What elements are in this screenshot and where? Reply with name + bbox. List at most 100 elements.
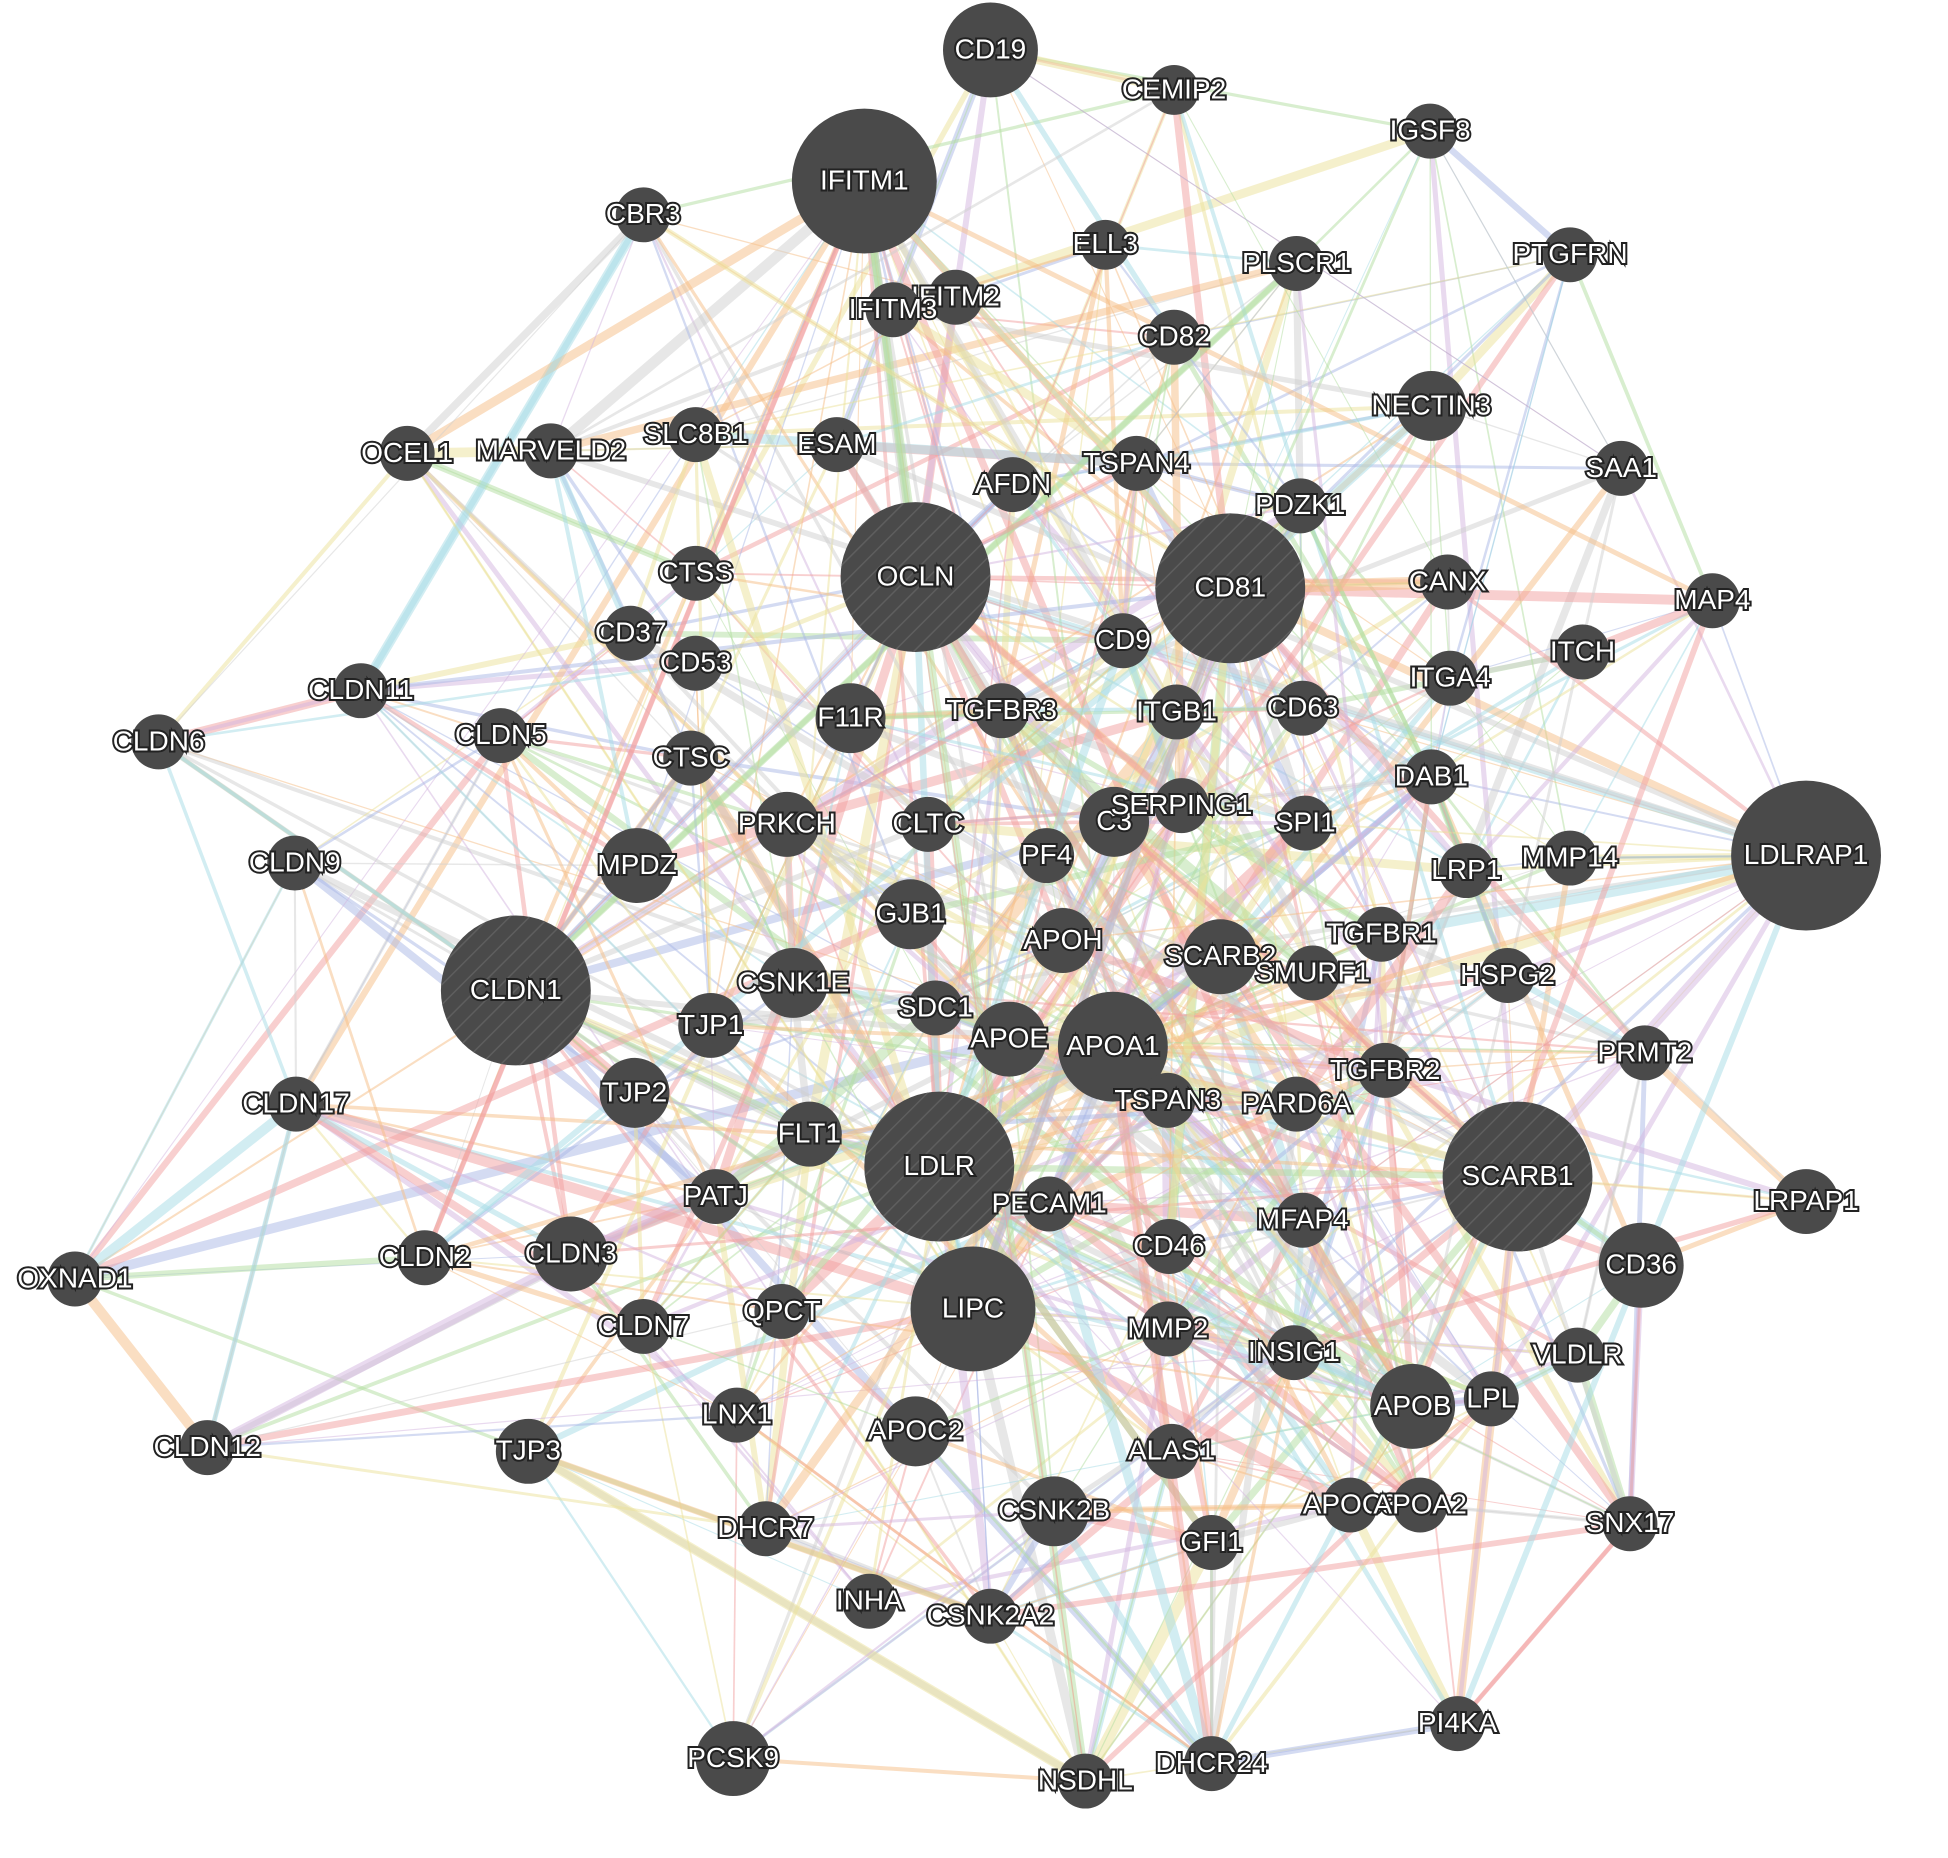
node-circle[interactable] bbox=[131, 714, 187, 770]
node-ocel1[interactable]: OCEL1 bbox=[359, 425, 455, 481]
node-circle[interactable] bbox=[1602, 1496, 1658, 1552]
node-cd63[interactable]: CD63 bbox=[1265, 680, 1341, 736]
node-circle[interactable] bbox=[663, 730, 719, 786]
node-circle[interactable] bbox=[910, 1246, 1036, 1372]
node-circle[interactable] bbox=[1285, 945, 1341, 1001]
node-circle[interactable] bbox=[668, 635, 724, 691]
node-circle[interactable] bbox=[738, 1501, 794, 1557]
node-circle[interactable] bbox=[1773, 1169, 1839, 1235]
node-tspan4[interactable]: TSPAN4 bbox=[1081, 435, 1192, 491]
node-circle[interactable] bbox=[908, 980, 963, 1036]
node-ctsc[interactable]: CTSC bbox=[651, 730, 731, 786]
node-circle[interactable] bbox=[1480, 947, 1536, 1003]
node-circle[interactable] bbox=[1079, 786, 1150, 857]
node-circle[interactable] bbox=[1396, 370, 1467, 441]
node-lrp1[interactable]: LRP1 bbox=[1429, 843, 1503, 899]
node-itgb1[interactable]: ITGB1 bbox=[1134, 684, 1219, 740]
node-cldn1[interactable]: CLDN1 bbox=[440, 915, 591, 1066]
node-lnx1[interactable]: LNX1 bbox=[700, 1387, 774, 1443]
node-circle[interactable] bbox=[1617, 1025, 1673, 1081]
node-itch[interactable]: ITCH bbox=[1548, 624, 1617, 680]
node-cbr3[interactable]: CBR3 bbox=[604, 187, 683, 243]
node-prkch[interactable]: PRKCH bbox=[736, 791, 838, 857]
node-circle[interactable] bbox=[1184, 1515, 1240, 1570]
node-circle[interactable] bbox=[1184, 1736, 1240, 1792]
node-circle[interactable] bbox=[1463, 1371, 1519, 1427]
node-circle[interactable] bbox=[47, 1251, 103, 1307]
node-circle[interactable] bbox=[1030, 908, 1096, 973]
node-cldn17[interactable]: CLDN17 bbox=[240, 1076, 352, 1132]
node-pecam1[interactable]: PECAM1 bbox=[990, 1176, 1109, 1232]
node-cldn5[interactable]: CLDN5 bbox=[453, 708, 549, 764]
node-pard6a[interactable]: PARD6A bbox=[1239, 1076, 1354, 1132]
node-mmp14[interactable]: MMP14 bbox=[1520, 830, 1620, 886]
node-esam[interactable]: ESAM bbox=[795, 417, 879, 473]
node-circle[interactable] bbox=[928, 269, 983, 325]
node-cd37[interactable]: CD37 bbox=[593, 605, 669, 661]
node-circle[interactable] bbox=[1140, 1301, 1196, 1357]
node-circle[interactable] bbox=[668, 545, 724, 601]
node-circle[interactable] bbox=[942, 2, 1038, 98]
node-circle[interactable] bbox=[1146, 309, 1202, 365]
node-marveld2[interactable]: MARVELD2 bbox=[474, 423, 628, 479]
node-apoh[interactable]: APOH bbox=[1021, 908, 1105, 973]
node-pf4[interactable]: PF4 bbox=[1019, 828, 1075, 884]
node-tjp3[interactable]: TJP3 bbox=[494, 1418, 563, 1484]
node-circle[interactable] bbox=[1684, 573, 1740, 629]
node-circle[interactable] bbox=[1057, 991, 1168, 1102]
node-circle[interactable] bbox=[815, 683, 886, 754]
node-cd9[interactable]: CD9 bbox=[1093, 613, 1153, 669]
node-apoc2[interactable]: APOC2 bbox=[866, 1396, 965, 1467]
node-csnk2a2[interactable]: CSNK2A2 bbox=[925, 1588, 1056, 1644]
node-tgfbr2[interactable]: TGFBR2 bbox=[1328, 1042, 1442, 1098]
node-oxnad1[interactable]: OXNAD1 bbox=[15, 1251, 135, 1307]
node-circle[interactable] bbox=[1731, 780, 1881, 931]
node-circle[interactable] bbox=[1268, 1076, 1324, 1132]
node-circle[interactable] bbox=[1357, 1042, 1413, 1098]
node-ifitm2[interactable]: IFITM2 bbox=[909, 269, 1002, 325]
node-circle[interactable] bbox=[397, 1230, 453, 1286]
node-lpl[interactable]: LPL bbox=[1463, 1371, 1519, 1427]
node-circle[interactable] bbox=[709, 1387, 765, 1443]
node-patj[interactable]: PATJ bbox=[682, 1169, 750, 1225]
node-tgfbr3[interactable]: TGFBR3 bbox=[944, 683, 1059, 739]
node-scarb2[interactable]: SCARB2 bbox=[1162, 919, 1278, 995]
node-circle[interactable] bbox=[754, 791, 820, 857]
node-c3[interactable]: C3 bbox=[1079, 786, 1150, 857]
node-ell3[interactable]: ELL3 bbox=[1071, 219, 1140, 270]
node-circle[interactable] bbox=[1275, 680, 1331, 736]
node-circle[interactable] bbox=[533, 1216, 609, 1292]
node-cldn2[interactable]: CLDN2 bbox=[377, 1230, 473, 1286]
node-sdc1[interactable]: SDC1 bbox=[896, 980, 975, 1036]
node-circle[interactable] bbox=[1542, 227, 1598, 283]
node-vldlr[interactable]: VLDLR bbox=[1530, 1327, 1625, 1383]
node-cd19[interactable]: CD19 bbox=[942, 2, 1038, 98]
node-circle[interactable] bbox=[1019, 828, 1075, 884]
node-circle[interactable] bbox=[1420, 554, 1476, 610]
node-dab1[interactable]: DAB1 bbox=[1393, 749, 1470, 805]
node-circle[interactable] bbox=[971, 1001, 1047, 1077]
node-circle[interactable] bbox=[678, 992, 744, 1058]
node-circle[interactable] bbox=[1141, 1219, 1197, 1274]
node-dhcr24[interactable]: DHCR24 bbox=[1154, 1736, 1270, 1792]
node-circle[interactable] bbox=[695, 1721, 771, 1797]
node-ifitm3[interactable]: IFITM3 bbox=[847, 282, 939, 338]
node-cldn3[interactable]: CLDN3 bbox=[523, 1216, 619, 1292]
node-map4[interactable]: MAP4 bbox=[1672, 573, 1753, 629]
node-apoc3[interactable]: APOC3 bbox=[1301, 1477, 1400, 1533]
node-circle[interactable] bbox=[523, 423, 579, 479]
node-ldlrap1[interactable]: LDLRAP1 bbox=[1731, 780, 1881, 931]
node-ldlr[interactable]: LDLR bbox=[864, 1091, 1015, 1242]
node-igsf8[interactable]: IGSF8 bbox=[1388, 103, 1473, 159]
node-spi1[interactable]: SPI1 bbox=[1273, 795, 1338, 851]
node-cldn6[interactable]: CLDN6 bbox=[111, 714, 207, 770]
node-circle[interactable] bbox=[1021, 1176, 1077, 1232]
node-dhcr7[interactable]: DHCR7 bbox=[715, 1501, 816, 1557]
node-apoe[interactable]: APOE bbox=[968, 1001, 1050, 1077]
node-circle[interactable] bbox=[268, 1076, 324, 1132]
node-circle[interactable] bbox=[1149, 684, 1205, 740]
node-f11r[interactable]: F11R bbox=[815, 683, 886, 754]
node-ptgfrn[interactable]: PTGFRN bbox=[1510, 227, 1630, 283]
node-circle[interactable] bbox=[754, 1283, 810, 1339]
node-smurf1[interactable]: SMURF1 bbox=[1253, 945, 1372, 1001]
